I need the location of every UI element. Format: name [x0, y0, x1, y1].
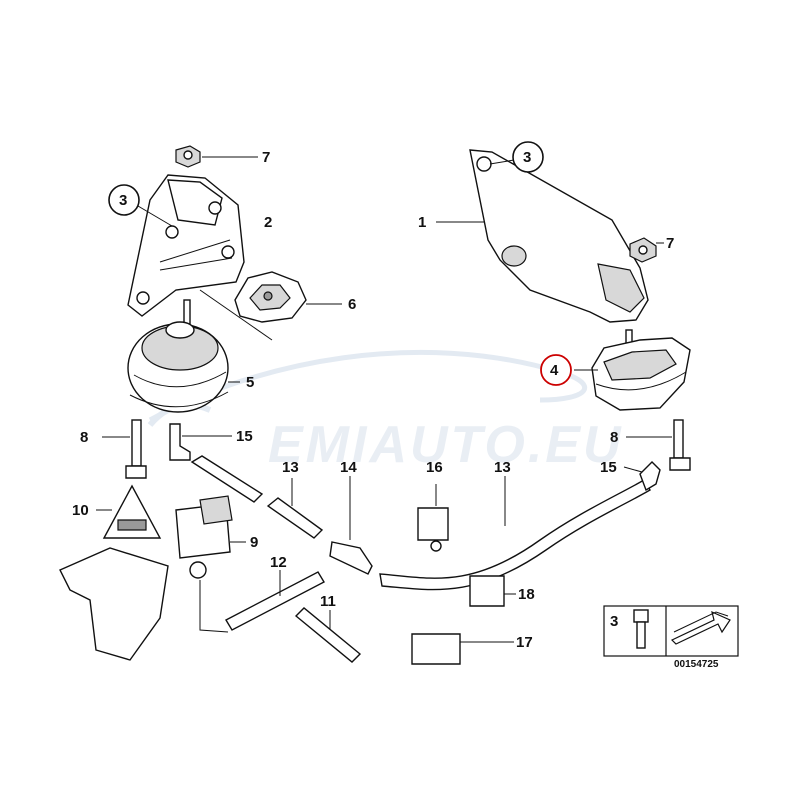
bolt-part-8-left	[102, 419, 147, 479]
callout-11: 11	[320, 593, 336, 610]
callout-9: 9	[250, 534, 258, 551]
hose-part-13-left	[190, 455, 324, 539]
hose-part-13-right	[379, 476, 651, 591]
callout-circle-3-left	[108, 184, 140, 216]
hose-line-left	[199, 580, 229, 633]
callout-3-right: 3	[523, 149, 531, 166]
fitting-part-15-left	[169, 423, 232, 461]
legend-bolt-icon	[633, 609, 649, 649]
callout-circle-3-right	[512, 141, 544, 173]
hose-part-11	[294, 607, 362, 663]
legend-box: 3 00154725	[603, 605, 739, 670]
legend-arrow-icon	[670, 610, 731, 645]
engine-mount-part-4	[574, 329, 691, 411]
callout-6: 6	[348, 296, 356, 313]
callout-16: 16	[426, 459, 443, 476]
callout-14: 14	[340, 459, 357, 476]
reference-number: 00154725	[674, 659, 719, 670]
callout-8-left: 8	[80, 429, 88, 446]
bracket-part-1	[436, 149, 649, 323]
bracket-part-2	[127, 174, 273, 341]
callout-13-right: 13	[494, 459, 511, 476]
callout-5: 5	[246, 374, 254, 391]
clip-part-17	[411, 633, 514, 665]
callout-leader-3-right	[489, 159, 515, 165]
callout-18: 18	[518, 586, 535, 603]
callout-7-right: 7	[666, 235, 674, 252]
callout-15-left: 15	[236, 428, 253, 445]
pad-part-6	[234, 271, 342, 323]
callout-4: 4	[550, 362, 559, 379]
callout-12: 12	[270, 554, 287, 571]
callout-17: 17	[516, 634, 533, 651]
watermark: EMIAUTO.EU	[147, 349, 624, 474]
warning-label-part-10	[96, 484, 162, 539]
clip-part-16	[417, 484, 449, 552]
hose-part-12	[225, 570, 325, 631]
callout-circle-4-highlight	[540, 354, 572, 386]
nut-part-7-left	[175, 145, 258, 168]
callout-8-right: 8	[610, 429, 618, 446]
engine-mount-part-5	[127, 299, 240, 413]
fitting-part-15-right	[623, 461, 661, 492]
callout-10: 10	[72, 502, 89, 519]
bolt-part-8-right	[626, 419, 691, 471]
nut-part-7-right	[629, 237, 664, 263]
callout-1: 1	[418, 214, 426, 231]
valve-part-9	[175, 495, 246, 579]
mounting-plate	[59, 547, 169, 661]
connector-part-14	[329, 476, 373, 575]
legend-number: 3	[610, 613, 618, 630]
legend-box-frame	[603, 605, 739, 657]
callout-3-left: 3	[119, 192, 127, 209]
callout-2: 2	[264, 214, 272, 231]
callout-7-left: 7	[262, 149, 270, 166]
clip-part-18	[469, 575, 516, 607]
callout-15-right: 15	[600, 459, 617, 476]
callout-13-left: 13	[282, 459, 299, 476]
callout-leader-3-left	[137, 205, 173, 227]
watermark-text: EMIAUTO.EU	[268, 416, 624, 474]
